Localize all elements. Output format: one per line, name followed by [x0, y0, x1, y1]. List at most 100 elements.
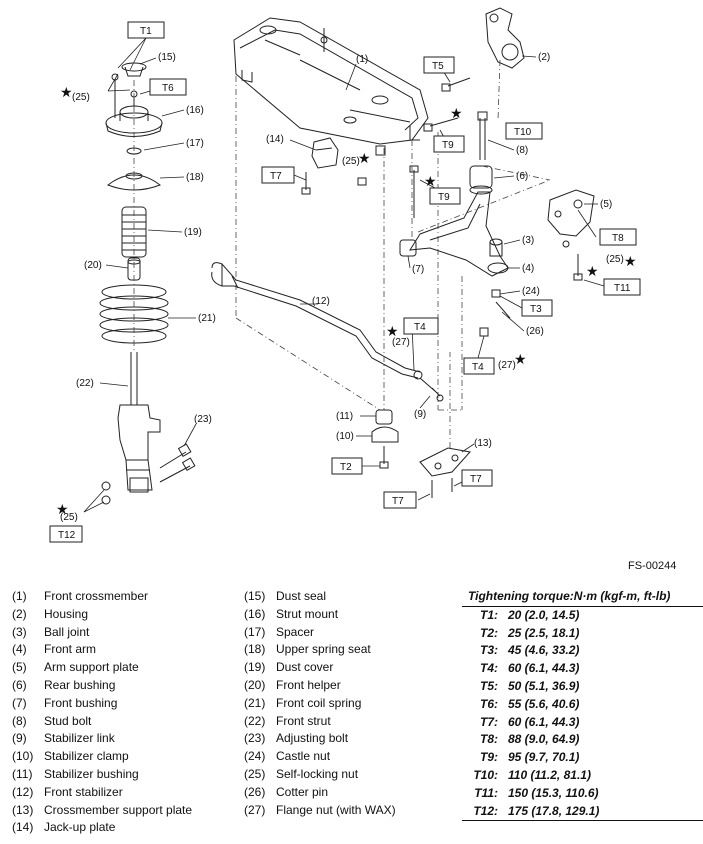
- star-icon: ★: [60, 84, 73, 100]
- torque-value: 60 (6.1, 44.3): [508, 661, 580, 676]
- legend-number: (10): [12, 749, 34, 764]
- torque-code: T3:: [480, 643, 498, 658]
- callout-8: (8): [516, 145, 528, 156]
- tag-box-t8: [599, 228, 637, 246]
- legend-number: (13): [12, 802, 34, 817]
- legend-item: (26)Cotter pin: [244, 784, 396, 802]
- torque-value: 150 (15.3, 110.6): [508, 785, 599, 800]
- legend-item: (20)Front helper: [244, 677, 396, 695]
- legend-number: (15): [244, 589, 266, 603]
- stabilizer-link-part: [413, 370, 444, 402]
- tag-box-t2: [331, 457, 363, 475]
- callout-1: (1): [356, 54, 368, 65]
- legend-item: (14) Jack-up plate: [12, 819, 192, 837]
- legend-item: (15)Dust seal: [244, 588, 396, 606]
- torque-code: T7:: [480, 714, 498, 729]
- legend-number: (14): [12, 820, 34, 835]
- tag-box-t4b: [463, 357, 495, 375]
- legend-item: (21)Front coil spring: [244, 695, 396, 713]
- tag-t2: T2: [340, 462, 352, 473]
- tag-t7b: T7: [470, 474, 482, 485]
- legend-item: (11)Stabilizer bushing: [12, 766, 192, 784]
- legend-part-name: Flange nut (with WAX): [276, 802, 396, 817]
- stud-bolt-part: [477, 111, 488, 160]
- arm-bolt-t9: [409, 117, 459, 218]
- torque-code: T2:: [480, 625, 498, 640]
- housing-bolt: [441, 77, 471, 92]
- legend-number: (22): [244, 713, 266, 728]
- legend-item: (13)Crossmember support plate: [12, 802, 192, 820]
- tag-box-t1: [127, 21, 165, 39]
- legend-part-name: Front stabilizer: [44, 784, 123, 799]
- torque-value: 88 (9.0, 64.9): [508, 732, 580, 747]
- legend-number: (9): [12, 731, 27, 746]
- torque-code: T4:: [480, 661, 498, 676]
- tag-t12: T12: [58, 530, 76, 541]
- jack-up-plate-part: [311, 137, 339, 169]
- callout-25d: (25): [60, 512, 78, 523]
- torque-row: T12:175 (17.8, 129.1): [462, 803, 703, 821]
- torque-value: 45 (4.6, 33.2): [508, 643, 580, 658]
- callout-24: (24): [522, 286, 540, 297]
- callout-10: (10): [336, 431, 354, 442]
- rear-bushing-part: [469, 165, 493, 195]
- callout-22: (22): [76, 378, 94, 389]
- legend-number: (8): [12, 713, 27, 728]
- legend-part-name: Castle nut: [276, 749, 331, 764]
- torque-code: T5:: [480, 678, 498, 693]
- legend-number: (20): [244, 677, 266, 692]
- tag-t9a: T9: [442, 140, 454, 151]
- callout-20: (20): [84, 260, 102, 271]
- legend-part-name: Jack-up plate: [44, 820, 116, 835]
- tag-t9b: T9: [438, 192, 450, 203]
- star-icon: ★: [450, 105, 463, 121]
- torque-value: 50 (5.1, 36.9): [508, 678, 580, 693]
- legend-item: (5)Arm support plate: [12, 659, 192, 677]
- legend-item: (27)Flange nut (with WAX): [244, 802, 396, 820]
- legend-part-name: Spacer: [276, 624, 315, 639]
- torque-row: T2: 25 (2.5, 18.1): [462, 625, 703, 643]
- tag-t4b: T4: [472, 362, 484, 373]
- torque-code: T6:: [480, 696, 498, 711]
- legend-number: (1): [12, 589, 27, 603]
- star-icon: ★: [56, 501, 69, 517]
- dust-seal-part: [121, 62, 147, 77]
- legend-item: (9)Stabilizer link: [12, 730, 192, 748]
- front-stabilizer-part: [211, 262, 421, 379]
- legend-part-name: Adjusting bolt: [276, 731, 349, 746]
- legend-part-name: Front bushing: [44, 695, 118, 710]
- callout-27a: (27): [392, 337, 410, 348]
- suspension-exploded-diagram: (1) (2) (3) (4) (5) (6) (7) (8) (9) (10)…: [49, 7, 641, 543]
- legend-item: (10)Stabilizer clamp: [12, 748, 192, 766]
- torque-row: T8:88 (9.0, 64.9): [462, 731, 703, 749]
- tag-t10: T10: [514, 127, 532, 138]
- callout-25b: (25): [342, 156, 360, 167]
- tag-t6: T6: [162, 83, 174, 94]
- callout-19: (19): [184, 227, 202, 238]
- legend-item: (23)Adjusting bolt: [244, 730, 396, 748]
- torque-code: T10:: [473, 767, 498, 782]
- crossmember-support-plate-part: [419, 447, 471, 498]
- tag-box-t11: [603, 278, 641, 296]
- front-bushing-part: [399, 239, 417, 257]
- torque-code: T11:: [474, 785, 498, 800]
- legend-part-name: Housing: [44, 606, 89, 621]
- callout-12: (12): [312, 296, 330, 307]
- legend-item: (22)Front strut: [244, 713, 396, 731]
- legend-item: (18)Upper spring seat: [244, 641, 396, 659]
- legend-part-name: Front arm: [44, 642, 97, 657]
- legend-number: (16): [244, 606, 266, 621]
- figure-id: FS-00244: [628, 560, 677, 572]
- legend-number: (25): [244, 766, 266, 781]
- callout-3: (3): [522, 235, 534, 246]
- torque-row: T3: 45 (4.6, 33.2): [462, 642, 703, 660]
- tag-t11: T11: [614, 283, 631, 294]
- legend-part-name: Arm support plate: [44, 660, 139, 675]
- legend-number: (12): [12, 784, 34, 799]
- tag-box-t10: [505, 122, 543, 140]
- legend-part-name: Front crossmember: [44, 589, 149, 603]
- torque-row: T7:60 (6.1, 44.3): [462, 714, 703, 732]
- front-arm-part: [409, 191, 509, 277]
- torque-value: 25 (2.5, 18.1): [508, 625, 580, 640]
- legend-item: (4)Front arm: [12, 641, 192, 659]
